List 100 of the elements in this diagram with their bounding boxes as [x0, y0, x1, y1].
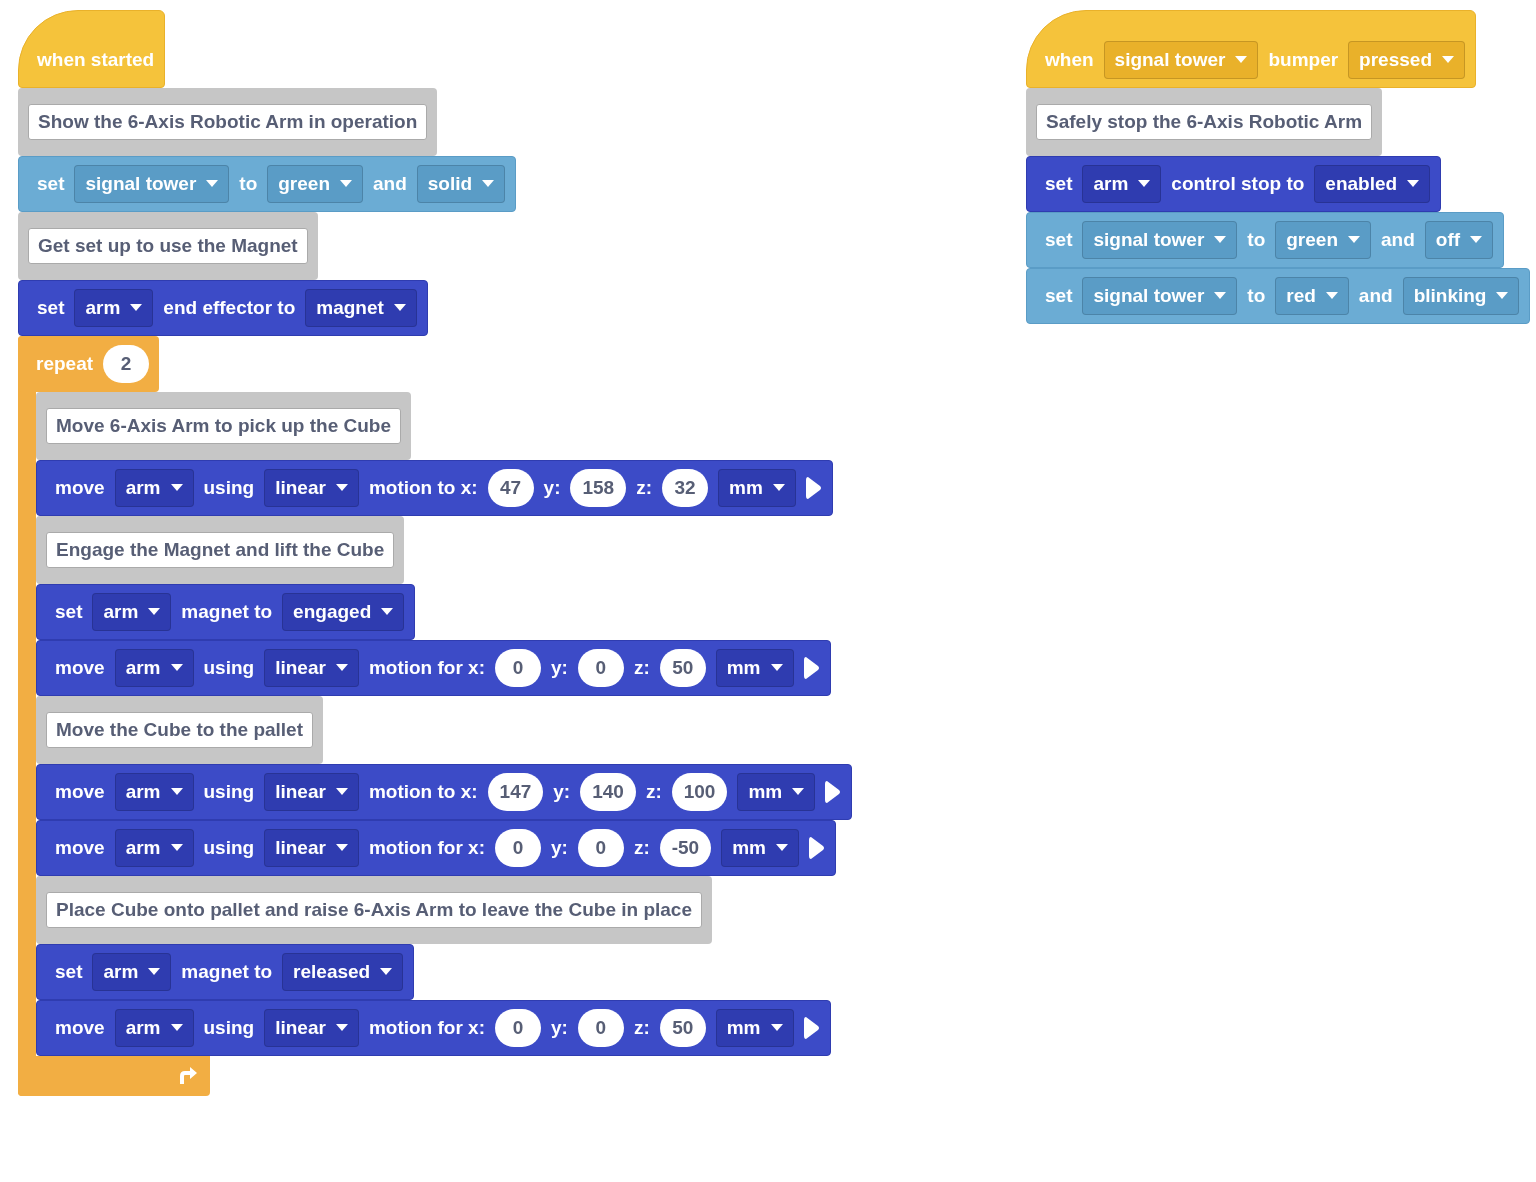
command-block [36, 764, 853, 820]
command-block [18, 280, 428, 336]
comment-block [36, 392, 411, 460]
block-label: control stop to [1171, 173, 1305, 195]
dropdown: signal tower [1103, 41, 1259, 79]
block-label: set [1045, 173, 1073, 195]
block-label: y: [553, 781, 571, 803]
comment-block [36, 516, 405, 584]
comment-text: Get set up to use the Magnet [28, 228, 308, 264]
comment-text: Place Cube onto pallet and raise 6-Axis Arm to leave the Cube in place [46, 892, 702, 928]
number-field: 147 [487, 773, 544, 811]
block-label: move [55, 477, 105, 499]
dropdown: arm [114, 469, 194, 507]
dropdown: blinking [1402, 277, 1520, 315]
dropdown: pressed [1348, 41, 1465, 79]
block-label: z: [636, 477, 652, 499]
block-label: magnet to [181, 601, 273, 623]
block-label: set [37, 173, 65, 195]
block-label: magnet to [181, 961, 273, 983]
dropdown: released [282, 953, 404, 991]
dropdown: mm [715, 649, 794, 687]
block-label: y: [543, 477, 561, 499]
block-label: and [1381, 229, 1415, 251]
block-label: using [203, 1017, 255, 1039]
comment-block [1026, 88, 1383, 156]
block-label: set [55, 601, 83, 623]
block-label: set [55, 961, 83, 983]
command-block [18, 156, 517, 212]
dropdown: mm [715, 1009, 794, 1047]
block-label: move [55, 837, 105, 859]
dropdown: arm [1082, 165, 1162, 203]
number-field: 0 [495, 1009, 541, 1047]
block-label: using [203, 837, 255, 859]
command-block [1026, 268, 1531, 324]
dropdown: off [1424, 221, 1494, 259]
block-label: to [1247, 229, 1266, 251]
dropdown: signal tower [74, 165, 230, 203]
block-label: z: [633, 1017, 650, 1039]
dropdown: mm [721, 829, 799, 867]
dropdown: magnet [305, 289, 417, 327]
number-field: 0 [495, 829, 541, 867]
dropdown: green [267, 165, 363, 203]
dropdown: arm [74, 289, 154, 327]
number-field: 47 [487, 469, 534, 507]
number-field: 140 [580, 773, 636, 811]
command-block [36, 460, 833, 516]
dropdown: linear [264, 469, 359, 507]
block-label: z: [633, 657, 650, 679]
comment-block [36, 696, 324, 764]
dropdown: mm [737, 773, 816, 811]
number-field: -50 [659, 829, 712, 867]
block-label: bumper [1268, 49, 1339, 71]
comment-text: Move 6-Axis Arm to pick up the Cube [46, 408, 401, 444]
block-label: y: [551, 1017, 568, 1039]
block-label: motion for x: [368, 657, 485, 679]
block-label: move [55, 1017, 105, 1039]
dropdown: linear [264, 1009, 359, 1047]
command-block [36, 640, 831, 696]
command-block [36, 1000, 831, 1056]
block-label: to [239, 173, 258, 195]
block-label: using [203, 781, 255, 803]
dropdown: linear [264, 773, 359, 811]
dropdown: solid [416, 165, 506, 203]
block-label: z: [645, 781, 662, 803]
number-field: 32 [662, 469, 708, 507]
block-label: end effector to [163, 297, 296, 319]
comment-text: Engage the Magnet and lift the Cube [46, 532, 395, 568]
comment-block [36, 876, 712, 944]
block-label: to [1247, 285, 1266, 307]
dropdown: linear [264, 829, 359, 867]
number-field: 0 [577, 1009, 624, 1047]
dropdown: signal tower [1082, 277, 1238, 315]
block-label: move [55, 657, 105, 679]
number-field: 158 [570, 469, 627, 507]
dropdown: linear [264, 649, 359, 687]
block-label: when [1045, 49, 1094, 71]
event-block [1026, 10, 1476, 88]
number-field: 50 [659, 1009, 706, 1047]
dropdown: red [1275, 277, 1349, 315]
dropdown: arm [114, 1009, 194, 1047]
block-label: motion for x: [368, 1017, 485, 1039]
block-label: when started [37, 49, 155, 71]
comment-text: Safely stop the 6-Axis Robotic Arm [1036, 104, 1373, 140]
dropdown: green [1275, 221, 1371, 259]
dropdown: mm [718, 469, 796, 507]
block-label: set [1045, 229, 1073, 251]
block-label: y: [551, 837, 568, 859]
number-field: 2 [103, 345, 150, 383]
command-block [1026, 156, 1442, 212]
block-label: repeat [36, 353, 94, 375]
number-field: 0 [495, 649, 541, 687]
block-label: using [203, 657, 255, 679]
block-label: set [37, 297, 65, 319]
block-label: and [1358, 285, 1393, 307]
command-block [1026, 212, 1505, 268]
block-label: motion for x: [368, 837, 485, 859]
comment-block [18, 88, 438, 156]
event-block [18, 10, 166, 88]
dropdown: arm [114, 829, 194, 867]
block-label: y: [551, 657, 568, 679]
